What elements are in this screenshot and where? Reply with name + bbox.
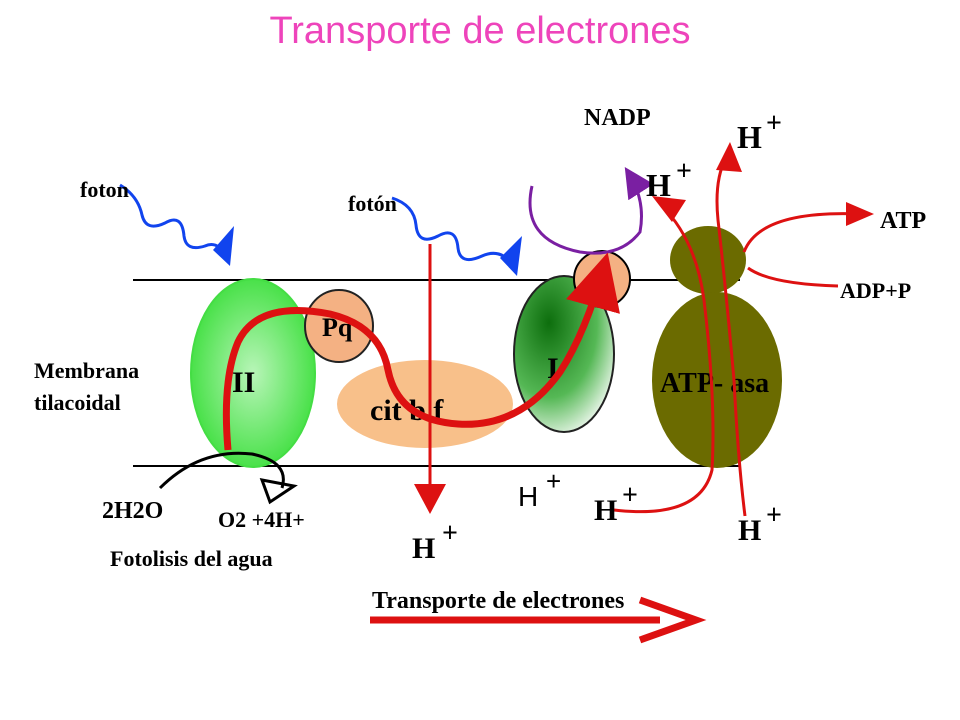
svg-text:+: +	[546, 466, 561, 496]
photon-arrowhead-left	[213, 226, 234, 266]
photosystem-ii	[190, 278, 316, 468]
ps2-label: II	[232, 366, 255, 399]
h-top-right: H +	[737, 108, 782, 155]
page-title: Transporte de electrones	[269, 10, 691, 52]
svg-text:+: +	[766, 500, 782, 531]
h-bottom-center: H +	[412, 518, 458, 565]
water-label: 2H2O	[102, 498, 163, 524]
atp-proton-path-1	[613, 204, 715, 514]
h-bottom-left-atp: H +	[594, 480, 638, 527]
foton-left-label: foton	[80, 177, 129, 202]
membrana-label: Membrana	[34, 358, 139, 383]
svg-text:H: H	[412, 532, 435, 565]
atp-label: ATP	[880, 208, 926, 234]
tilacoidal-label: tilacoidal	[34, 390, 121, 415]
svg-text:H: H	[737, 119, 762, 155]
photon-arrow-mid	[391, 196, 514, 265]
ps1-label: I	[547, 352, 559, 385]
svg-text:+: +	[442, 518, 458, 549]
atp-proton-head-2	[716, 142, 742, 172]
photon-arrow-left	[119, 183, 230, 259]
h-bottom-right-atp: H +	[738, 500, 782, 547]
oxygen-label: O2 +4H+	[218, 507, 305, 532]
water-photolysis-head	[259, 478, 298, 505]
atp-output-head	[846, 202, 874, 226]
plastoquinone	[304, 289, 374, 363]
transport-arrow-head	[638, 596, 707, 644]
atp-synthase-body	[652, 292, 782, 468]
adp-input-path	[747, 266, 839, 288]
h-bottom-mid: H +	[518, 466, 561, 512]
svg-text:+: +	[676, 156, 692, 187]
atpasa-label: ATP- asa	[660, 368, 769, 399]
h-top-mid: H +	[646, 156, 692, 203]
fotolisis-label: Fotolisis del agua	[110, 546, 273, 571]
transport-arrow-label: Transporte de electrones	[372, 588, 624, 614]
svg-text:H: H	[518, 481, 538, 512]
svg-text:+: +	[622, 480, 638, 511]
atp-synthase-head	[670, 226, 746, 294]
proton-arrowhead-down	[414, 484, 446, 514]
photon-arrowhead-mid	[500, 236, 522, 276]
nadp-purple-path	[528, 166, 654, 255]
water-photolysis-curve	[158, 451, 285, 490]
atp-output-path	[742, 212, 861, 253]
atp-proton-head-1	[652, 196, 686, 222]
adp-label: ADP+P	[840, 278, 911, 303]
atp-proton-path-2	[715, 157, 747, 517]
foton-mid-label: fotón	[348, 191, 397, 216]
electron-path-arrow	[222, 252, 620, 451]
svg-text:H: H	[646, 167, 671, 203]
svg-text:H: H	[738, 514, 761, 547]
svg-text:+: +	[766, 108, 782, 139]
nadp-label: NADP	[584, 105, 651, 131]
svg-text:H: H	[594, 494, 617, 527]
